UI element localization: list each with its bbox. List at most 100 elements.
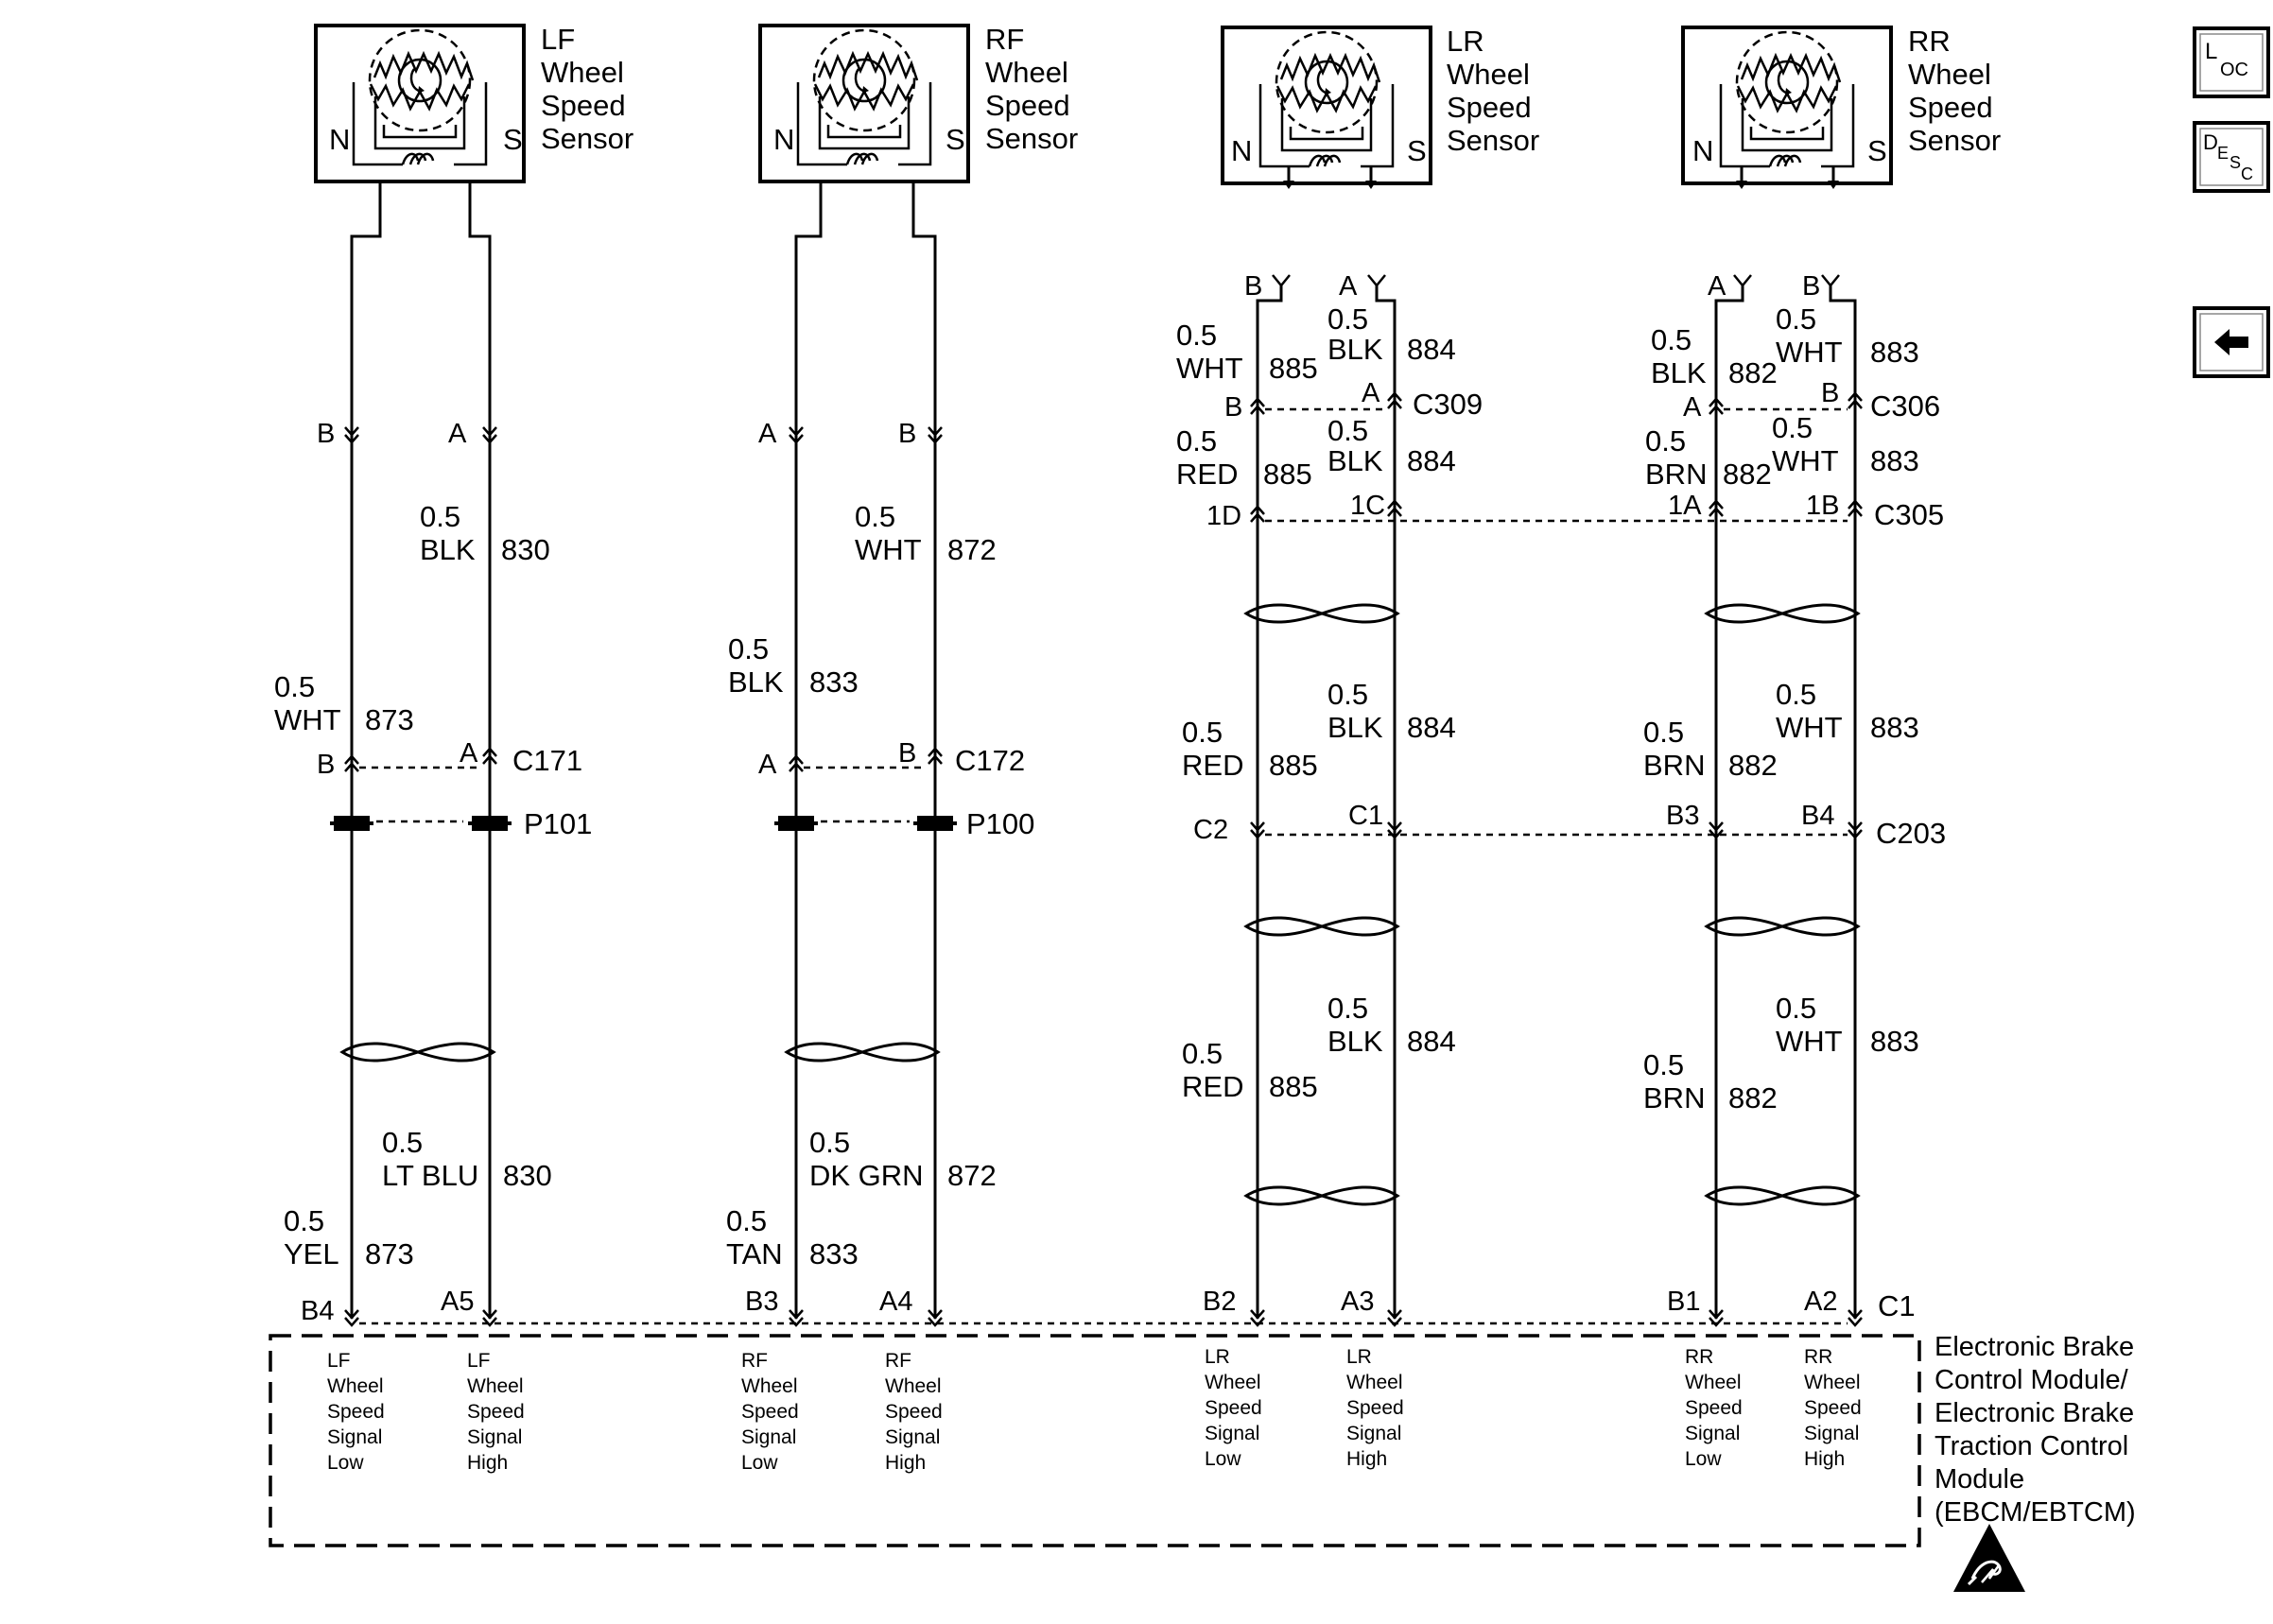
svg-text:Electronic Brake: Electronic Brake: [1935, 1332, 2134, 1362]
south-pole-label: S: [503, 123, 523, 156]
back-arrow-icon: [2214, 329, 2248, 355]
pin-label: B4: [1801, 801, 1834, 831]
circuit-number: 872: [947, 1159, 997, 1192]
wire-size: 0.5: [1182, 1037, 1223, 1070]
circuit-number: 885: [1263, 458, 1312, 491]
wire-size: 0.5: [1645, 424, 1686, 458]
wire-size: 0.5: [726, 1204, 767, 1237]
loc-letter: L: [2205, 39, 2217, 64]
wire-color: WHT: [1776, 1025, 1843, 1058]
svg-text:Speed: Speed: [1205, 1397, 1262, 1419]
svg-text:Signal: Signal: [1205, 1423, 1259, 1444]
sensor-title: Sensor: [541, 122, 633, 155]
connector-id: C305: [1874, 498, 1944, 531]
svg-text:Signal: Signal: [885, 1426, 940, 1448]
svg-text:High: High: [1346, 1448, 1387, 1470]
sensor-title: Wheel: [1447, 58, 1530, 91]
wire-color: BLK: [1327, 333, 1383, 366]
wire-color: LT BLU: [382, 1159, 478, 1192]
desc-letter: E: [2217, 144, 2229, 163]
svg-text:High: High: [885, 1452, 926, 1474]
svg-text:Speed: Speed: [1804, 1397, 1862, 1419]
wire-color: BRN: [1643, 749, 1705, 782]
sensor-title: Sensor: [1908, 124, 2001, 157]
svg-text:Wheel: Wheel: [467, 1375, 524, 1397]
sensor-title: Sensor: [1447, 124, 1539, 157]
connector-id: C172: [955, 744, 1025, 777]
connector-id: C309: [1413, 388, 1483, 421]
pin-label: B: [898, 419, 916, 449]
svg-text:Wheel: Wheel: [1804, 1372, 1861, 1393]
wire-color: BRN: [1645, 458, 1707, 491]
wire-size: 0.5: [1327, 302, 1368, 336]
wire-color: WHT: [1776, 711, 1843, 744]
circuit-number: 882: [1728, 1081, 1778, 1114]
circuit-number: 884: [1407, 333, 1456, 366]
svg-text:Low: Low: [327, 1452, 364, 1474]
circuit-number: 833: [809, 665, 859, 699]
description-button[interactable]: D E S C: [2193, 121, 2270, 193]
rr-circuit: 0.5 BLK 882 0.5 WHT 883 A B C306 0.5 BRN…: [1265, 302, 1946, 1206]
rf-sensor: N S RF Wheel Speed Sensor: [758, 23, 1078, 1319]
wire-size: 0.5: [284, 1204, 324, 1237]
svg-text:Low: Low: [1205, 1448, 1241, 1470]
rf-circuit: A B 0.5 WHT 872 0.5 BLK 833 A B C172 P10…: [726, 419, 1034, 1270]
wire-size: 0.5: [1327, 414, 1368, 447]
pin-label: B1: [1667, 1287, 1700, 1317]
pin-label: A5: [441, 1287, 474, 1317]
circuit-number: 830: [501, 533, 550, 566]
circuit-number: 883: [1870, 1025, 1919, 1058]
desc-letter: S: [2230, 153, 2241, 172]
module-pin-label: RF Wheel Speed Signal Low: [741, 1350, 799, 1474]
pin-label: C2: [1193, 815, 1228, 845]
pin-label: B4: [301, 1296, 334, 1326]
pin-label: A2: [1804, 1287, 1837, 1317]
sensor-title: Wheel: [1908, 58, 1991, 91]
svg-text:Signal: Signal: [1804, 1423, 1859, 1444]
circuit-number: 883: [1870, 444, 1919, 477]
svg-text:(EBCM/EBTCM): (EBCM/EBTCM): [1935, 1497, 2136, 1528]
module-pin-label: LR Wheel Speed Signal High: [1346, 1346, 1404, 1470]
wire-size: 0.5: [274, 670, 315, 703]
pin-label: 1D: [1206, 501, 1241, 531]
svg-text:Signal: Signal: [1685, 1423, 1740, 1444]
module-pin-label: RR Wheel Speed Signal Low: [1685, 1346, 1743, 1470]
pin-label: B: [1821, 378, 1839, 408]
sensor-title: Wheel: [985, 56, 1068, 89]
connector-id: C1: [1878, 1289, 1916, 1322]
pin-label: A: [758, 419, 777, 449]
svg-text:RF: RF: [885, 1350, 911, 1372]
wire-size: 0.5: [1776, 992, 1816, 1025]
module-pin-label: RF Wheel Speed Signal High: [885, 1350, 943, 1474]
loc-letters: OC: [2220, 60, 2248, 80]
lf-circuit: B A 0.5 BLK 830 0.5 WHT 873 B A C171 P10…: [274, 419, 592, 1270]
ebcm-module: LF Wheel Speed Signal Low LF Wheel Speed…: [269, 1332, 2136, 1592]
wire-color: BLK: [420, 533, 476, 566]
back-button[interactable]: [2193, 306, 2270, 378]
wire-size: 0.5: [1176, 424, 1217, 458]
pin-label: B: [1802, 271, 1820, 302]
wire-color: WHT: [1176, 352, 1243, 385]
pin-label: A3: [1341, 1287, 1374, 1317]
svg-text:Speed: Speed: [1346, 1397, 1404, 1419]
wire-size: 0.5: [728, 632, 769, 665]
svg-text:RF: RF: [741, 1350, 768, 1372]
pass-through-id: P101: [524, 807, 592, 840]
sensor-title: Sensor: [985, 122, 1078, 155]
location-button[interactable]: L OC: [2193, 26, 2270, 98]
rr-sensor: N S RR Wheel Speed Sensor A B: [1681, 25, 2001, 1319]
svg-text:Control Module/: Control Module/: [1935, 1365, 2129, 1395]
module-pin-label: LR Wheel Speed Signal Low: [1205, 1346, 1262, 1470]
circuit-number: 883: [1870, 336, 1919, 369]
circuit-number: 884: [1407, 1025, 1456, 1058]
circuit-number: 882: [1728, 749, 1778, 782]
pin-label: A: [1339, 271, 1358, 302]
wire-size: 0.5: [382, 1126, 423, 1159]
wire-color: YEL: [284, 1237, 339, 1270]
sensor-title: Speed: [985, 89, 1070, 122]
south-pole-label: S: [1867, 134, 1887, 167]
pin-label: A4: [879, 1287, 912, 1317]
pin-label: B: [1224, 392, 1242, 423]
module-pin-label: LF Wheel Speed Signal High: [467, 1350, 525, 1474]
